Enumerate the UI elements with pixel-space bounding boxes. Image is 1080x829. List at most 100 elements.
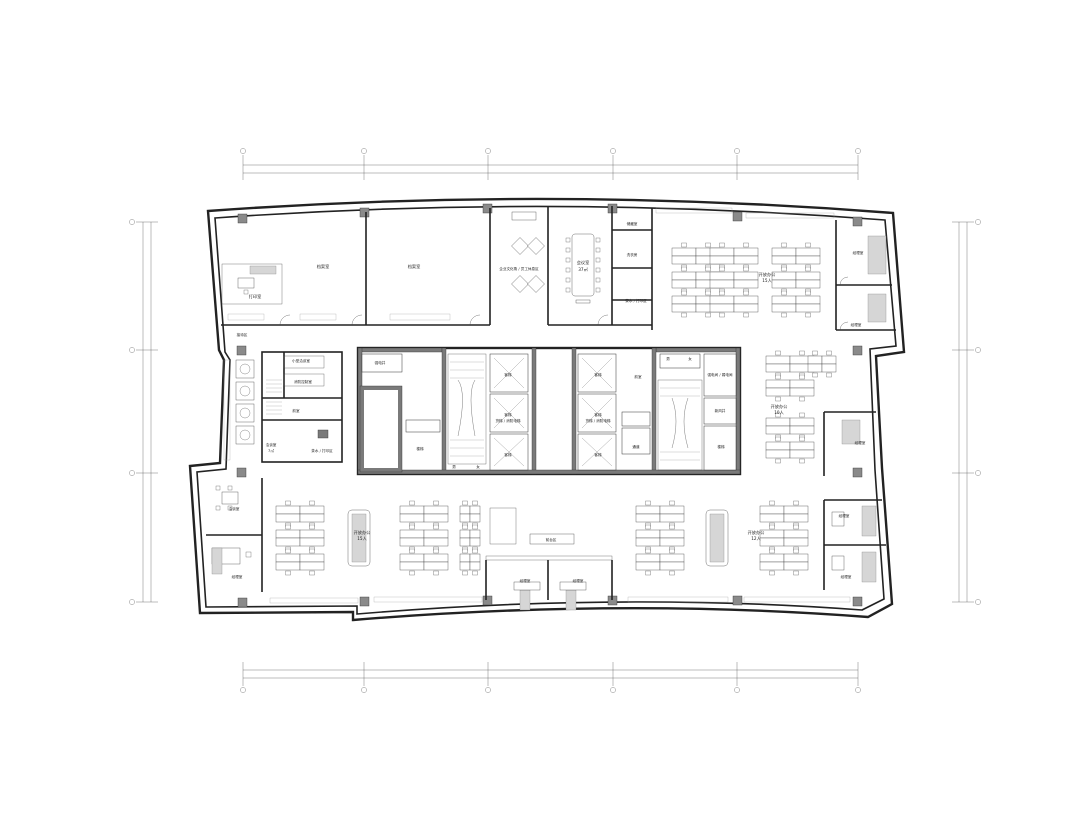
workstation-desk xyxy=(771,295,797,305)
workstation-desk xyxy=(659,529,685,539)
label-open-office-e: 开放办公 xyxy=(771,403,789,410)
label-lobby-w: 前室 xyxy=(292,408,300,413)
workstation-chair xyxy=(433,524,439,530)
workstation-desk xyxy=(759,561,785,571)
workstation-desk xyxy=(671,247,697,257)
workstation-desk xyxy=(807,363,823,373)
workstation-desk xyxy=(399,513,425,523)
workstation-chair xyxy=(645,524,651,530)
label-elev-7: 货梯 / 消防电梯 xyxy=(585,418,610,423)
label-lobby-e: 前室 xyxy=(634,374,642,379)
label-wc-f: 女 xyxy=(476,464,480,469)
workstation-desk xyxy=(299,529,325,539)
label-elev-4: 货梯 / 消防电梯 xyxy=(495,418,520,423)
workstation-chair xyxy=(681,290,687,296)
workstation-chair xyxy=(781,266,787,272)
workstation-chair xyxy=(775,436,781,442)
workstation-chair xyxy=(769,548,775,554)
workstation-chair xyxy=(433,500,439,506)
workstation-desk xyxy=(469,505,481,515)
workstation-chair xyxy=(805,242,811,248)
workstation-chair xyxy=(799,436,805,442)
workstation-chair xyxy=(826,350,832,356)
workstation-chair xyxy=(775,412,781,418)
workstation-chair xyxy=(409,548,415,554)
workstation-desk xyxy=(759,505,785,515)
label-elev-2: 客梯 xyxy=(504,412,512,417)
label-stair-1: 楼梯 xyxy=(416,446,424,451)
workstation-chair xyxy=(775,374,781,380)
workstation-chair xyxy=(805,290,811,296)
workstation-chair xyxy=(743,290,749,296)
workstation-desk xyxy=(459,529,471,539)
label-manager-s1: 经理室 xyxy=(520,578,531,583)
workstation-chair xyxy=(799,458,805,464)
workstation-desk xyxy=(399,561,425,571)
workstation-chair xyxy=(812,350,818,356)
label-open-office-sw: 开放办公 xyxy=(354,529,372,536)
workstation-desk xyxy=(771,279,797,289)
workstation-chair xyxy=(309,524,315,530)
workstation-chair xyxy=(409,524,415,530)
culture-area-tables xyxy=(511,211,545,293)
workstation-desk xyxy=(299,553,325,563)
label-meeting-small-area: 7㎡ xyxy=(268,448,274,453)
window-bands xyxy=(223,207,851,604)
workstation-desk xyxy=(821,363,837,373)
south-west-rooms xyxy=(206,478,263,592)
workstation-chair xyxy=(799,396,805,402)
workstation-chair xyxy=(462,524,468,530)
workstation-desk xyxy=(469,561,481,571)
workstation-desk xyxy=(765,441,791,451)
workstation-desk xyxy=(733,255,759,265)
south-workstations-west xyxy=(275,500,481,576)
workstation-desk xyxy=(795,247,821,257)
label-tea: 茶水 / 打印区 xyxy=(625,298,647,303)
workstation-desk xyxy=(709,271,735,281)
workstation-desk xyxy=(275,505,301,515)
workstation-chair xyxy=(285,524,291,530)
dimension-lines xyxy=(142,164,968,679)
workstation-desk xyxy=(759,537,785,547)
workstation-desk xyxy=(659,553,685,563)
workstation-desk xyxy=(709,279,735,289)
label-manager-4: 经理室 xyxy=(839,513,850,518)
workstation-desk xyxy=(765,363,791,373)
workstation-desk xyxy=(671,303,697,313)
workstation-desk xyxy=(709,295,735,305)
label-elev-8: 客梯 xyxy=(594,452,602,457)
workstation-desk xyxy=(635,513,661,523)
workstation-chair xyxy=(681,242,687,248)
workstation-desk xyxy=(765,417,791,427)
workstation-desk xyxy=(789,417,815,427)
workstation-chair xyxy=(719,312,725,318)
workstation-desk xyxy=(765,387,791,397)
workstation-chair xyxy=(669,548,675,554)
workstation-chair xyxy=(769,524,775,530)
label-print-room: 打印室 xyxy=(249,293,262,300)
workstation-desk xyxy=(469,513,481,523)
workstation-desk xyxy=(733,279,759,289)
grid-axes-horizontal xyxy=(136,221,974,603)
workstation-chair xyxy=(799,412,805,418)
workstation-chair xyxy=(769,500,775,506)
workstation-desk xyxy=(733,271,759,281)
workstation-desk xyxy=(789,387,815,397)
workstation-chair xyxy=(472,548,478,554)
workstation-chair xyxy=(669,570,675,576)
workstation-desk xyxy=(795,295,821,305)
workstation-desk xyxy=(299,537,325,547)
workstation-desk xyxy=(275,561,301,571)
label-open-office-e-count: 10人 xyxy=(774,410,784,415)
workstation-chair xyxy=(409,570,415,576)
label-tea-2: 茶水 / 打印区 xyxy=(311,448,333,453)
workstation-desk xyxy=(399,553,425,563)
workstation-desk xyxy=(423,529,449,539)
workstation-desk xyxy=(635,537,661,547)
workstation-desk xyxy=(789,441,815,451)
label-open-office-se-count: 12人 xyxy=(751,536,761,541)
label-corridor: 通道 xyxy=(632,444,640,449)
workstation-chair xyxy=(285,570,291,576)
print-room-furniture xyxy=(237,265,277,295)
workstation-chair xyxy=(743,312,749,318)
